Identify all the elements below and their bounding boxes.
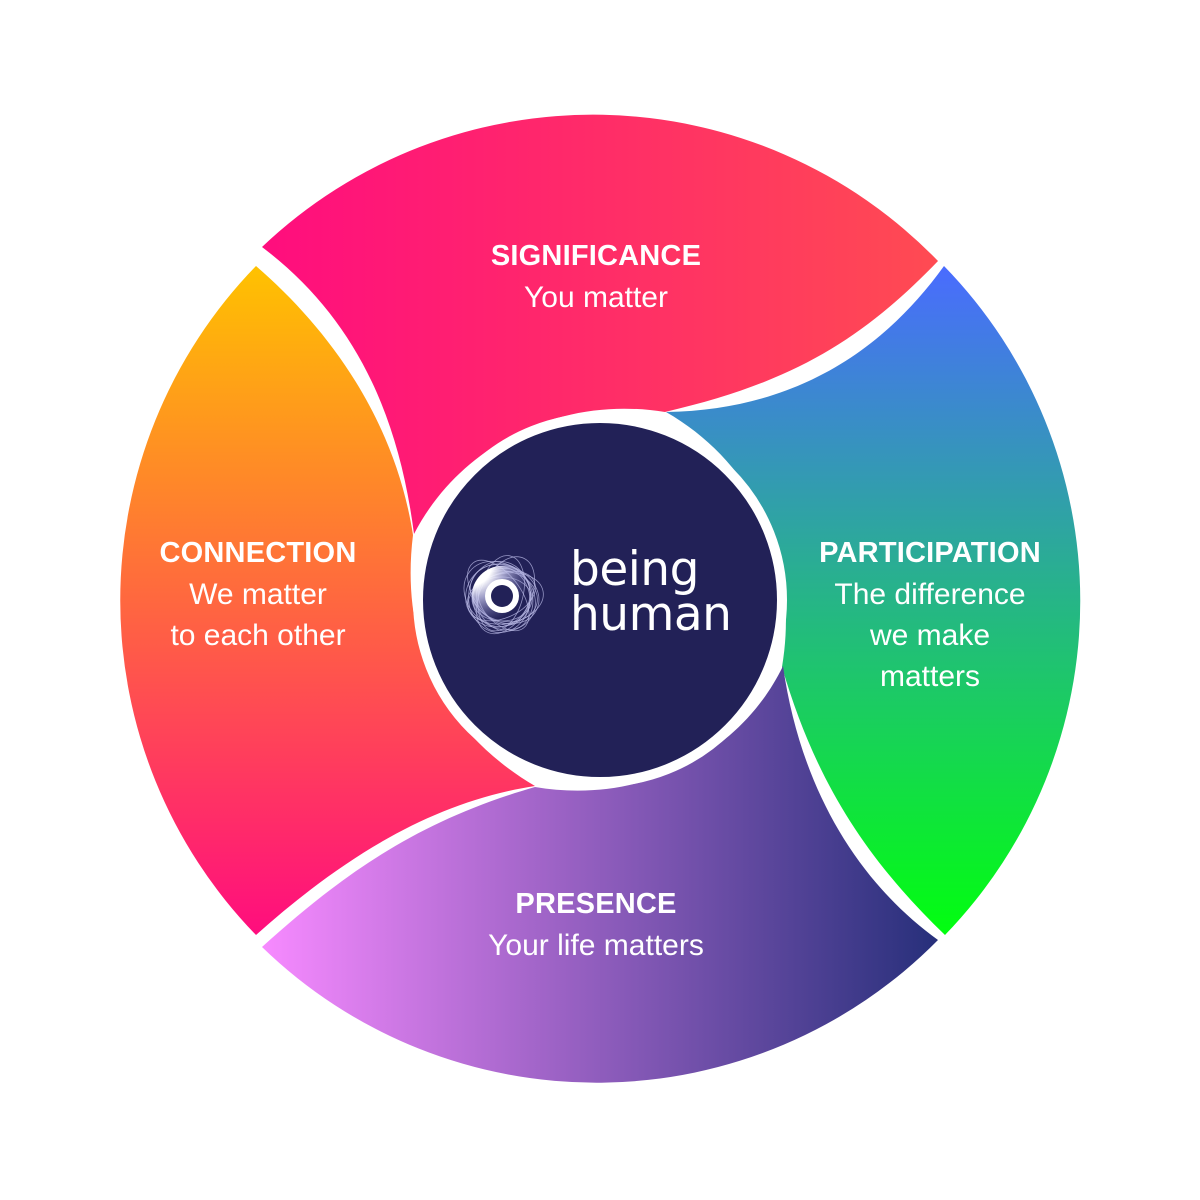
logo-word-being: being [570, 542, 699, 597]
label-presence: PRESENCE Your life matters [446, 884, 746, 966]
label-significance: SIGNIFICANCE You matter [446, 236, 746, 318]
logo-wordmark: being human [570, 542, 732, 642]
being-human-logo: being human [456, 545, 756, 655]
connection-subtitle-line-2: to each other [170, 619, 346, 652]
participation-subtitle-line-1: The difference [834, 578, 1026, 611]
label-participation: PARTICIPATION The difference we make mat… [780, 533, 1080, 697]
presence-subtitle: Your life matters [488, 929, 704, 962]
segment-participation [666, 266, 1081, 935]
significance-title: SIGNIFICANCE [490, 240, 702, 272]
logo-word-human: human [570, 587, 732, 642]
swirl-ring-icon [463, 555, 544, 635]
participation-subtitle-line-2: we make [869, 619, 991, 652]
label-connection: CONNECTION We matter to each other [108, 533, 408, 656]
center-hub [413, 413, 787, 787]
connection-subtitle-line-1: We matter [189, 578, 327, 611]
segment-significance [262, 114, 938, 534]
participation-subtitle-line-3: matters [879, 660, 981, 693]
significance-subtitle: You matter [524, 281, 668, 314]
connection-title: CONNECTION [159, 537, 357, 569]
segment-presence [262, 666, 938, 1083]
segment-connection [120, 266, 535, 935]
participation-title: PARTICIPATION [819, 537, 1041, 569]
presence-title: PRESENCE [515, 888, 677, 920]
